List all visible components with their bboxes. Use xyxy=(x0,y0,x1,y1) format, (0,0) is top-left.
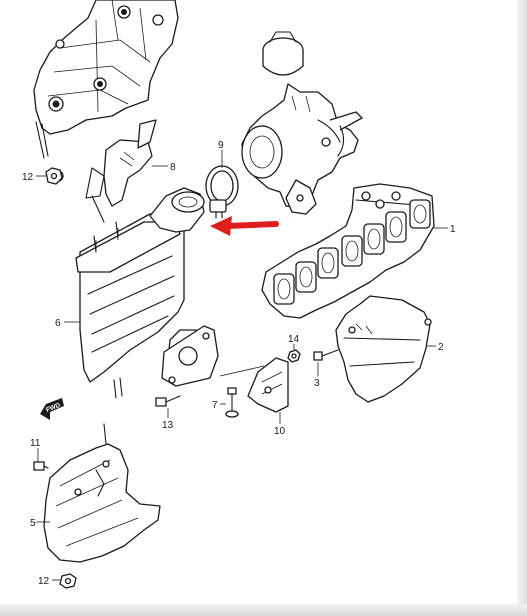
callout-1: 1 xyxy=(450,224,456,235)
red-pointer-arrow xyxy=(210,216,279,236)
exhaust-clamp xyxy=(205,165,239,219)
nut-12-bottom xyxy=(59,573,77,589)
callout-13: 13 xyxy=(162,420,174,431)
exhaust-manifold xyxy=(261,183,435,319)
callout-numbers: 1 2 3 5 6 7 8 9 10 11 12 12 13 14 xyxy=(22,140,456,587)
bracket-10 xyxy=(219,357,289,413)
fwd-arrow: FWD xyxy=(40,398,64,420)
callout-8: 8 xyxy=(170,162,176,173)
bolt-3 xyxy=(313,349,339,361)
turbocharger xyxy=(241,31,363,215)
callout-12-top: 12 xyxy=(22,172,34,183)
nut-14 xyxy=(287,349,301,363)
callout-12-bottom: 12 xyxy=(38,576,50,587)
page-edge-bottom xyxy=(0,604,527,616)
callout-3: 3 xyxy=(314,378,320,389)
callout-10: 10 xyxy=(274,426,286,437)
bolt-13 xyxy=(155,395,181,407)
callout-9: 9 xyxy=(218,140,224,151)
bolt-7 xyxy=(225,387,239,418)
bolt-11 xyxy=(33,461,49,471)
exhaust-manifold-exploded-diagram: FWD 1 2 3 5 6 7 8 9 10 11 12 12 13 14 xyxy=(22,0,456,589)
callout-6: 6 xyxy=(55,318,61,329)
callout-14: 14 xyxy=(288,334,300,345)
leader-lines xyxy=(36,150,448,581)
page-edge-right xyxy=(517,0,527,616)
callout-11: 11 xyxy=(30,438,41,449)
nut-12-top xyxy=(45,167,63,185)
manifold-heat-shield xyxy=(335,295,432,403)
upper-heat-shield xyxy=(33,0,179,159)
bracket-8 xyxy=(52,119,157,223)
callout-5: 5 xyxy=(30,518,36,529)
callout-7: 7 xyxy=(212,400,218,411)
lower-heat-shield xyxy=(43,423,161,563)
callout-2: 2 xyxy=(438,342,444,353)
catalytic-converter xyxy=(75,187,219,399)
